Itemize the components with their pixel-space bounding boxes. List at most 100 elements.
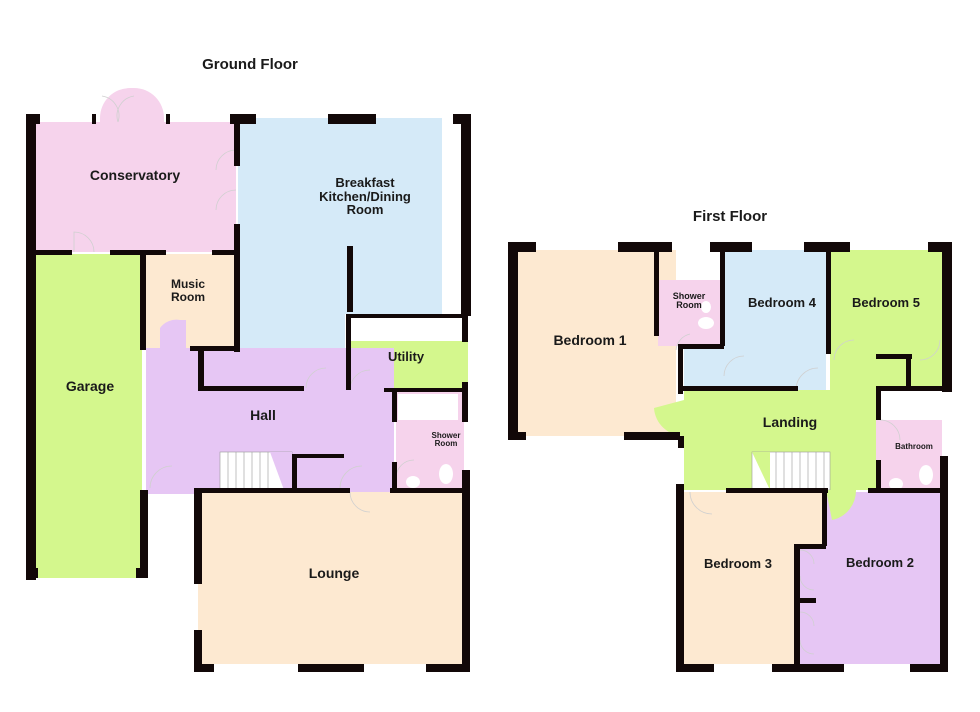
wall (230, 114, 256, 124)
wall (346, 314, 468, 318)
wall (194, 630, 202, 670)
first-floor-title: First Floor (692, 208, 768, 225)
bedroom-4-ext (684, 348, 724, 390)
wall (942, 242, 952, 392)
hall-top (146, 390, 394, 490)
wall (678, 344, 724, 349)
wall (822, 488, 827, 546)
wall (461, 114, 471, 316)
room-conservatory[interactable] (36, 122, 236, 252)
wall (194, 488, 350, 493)
wall (136, 568, 148, 578)
wall (876, 386, 942, 391)
wall (347, 246, 353, 312)
wall (392, 390, 397, 422)
wall (462, 470, 470, 670)
label-kitchen: Breakfast Kitchen/Dining Room (319, 175, 411, 218)
wall (772, 664, 844, 672)
room-kitchen-mid (238, 250, 346, 312)
label-lounge: Lounge (308, 565, 360, 581)
wall (36, 250, 72, 255)
wall (346, 318, 351, 390)
wall (910, 664, 948, 672)
wall (426, 664, 470, 672)
wall (794, 544, 826, 549)
wall (166, 114, 170, 124)
wall (624, 432, 680, 440)
wall (140, 340, 146, 350)
wall (384, 388, 466, 392)
wall (654, 242, 659, 336)
room-shower-first[interactable] (658, 280, 720, 346)
label-bedroom-5: Bedroom 5 (852, 295, 920, 310)
wall (462, 382, 468, 422)
label-bedroom-2: Bedroom 2 (846, 555, 914, 570)
wall (928, 242, 952, 252)
wall (804, 242, 850, 252)
label-music-room: Music Room (170, 277, 205, 304)
wall (676, 664, 714, 672)
wall (462, 318, 468, 342)
room-lounge[interactable] (198, 492, 464, 664)
wall (328, 114, 376, 124)
wall (906, 354, 911, 388)
label-bathroom: Bathroom (895, 442, 933, 451)
wall (234, 118, 240, 166)
landing-ext (830, 355, 876, 395)
wall (212, 250, 236, 255)
wall (92, 114, 96, 124)
wall (198, 346, 204, 390)
wall (676, 484, 684, 670)
wall (194, 664, 214, 672)
wall (794, 544, 800, 670)
wall (726, 488, 828, 493)
wall (140, 490, 148, 576)
wall (190, 346, 238, 351)
wall (508, 242, 536, 252)
label-hall: Hall (250, 407, 276, 423)
wall (876, 354, 912, 359)
wall (26, 568, 38, 578)
label-conservatory: Conservatory (89, 167, 181, 183)
room-garage[interactable] (36, 254, 142, 578)
conservatory-door-bay (100, 88, 164, 124)
wall (710, 242, 752, 252)
wall (26, 114, 40, 124)
wall (26, 114, 36, 580)
label-bedroom-4: Bedroom 4 (748, 295, 816, 310)
room-landing[interactable] (684, 390, 876, 490)
label-shower-room-ground: Shower Room (431, 431, 461, 449)
wall (678, 386, 798, 391)
label-garage: Garage (65, 378, 115, 394)
wall (392, 462, 397, 492)
wall (940, 456, 948, 666)
wall (720, 250, 725, 346)
wall (876, 460, 881, 492)
wall (508, 242, 518, 438)
wall (868, 488, 948, 493)
wall (292, 454, 344, 458)
wall (110, 250, 166, 255)
ground-floor-title: Ground Floor (202, 56, 298, 73)
wall (678, 344, 683, 394)
wall (876, 388, 881, 420)
shower-ground-white (398, 394, 458, 420)
wall (194, 488, 202, 584)
label-bedroom-3: Bedroom 3 (704, 556, 772, 571)
wall (794, 598, 816, 603)
wall (140, 252, 146, 342)
wall (198, 386, 304, 391)
wall (508, 432, 526, 440)
label-landing: Landing (762, 414, 818, 430)
wall (618, 242, 672, 252)
wall (298, 664, 364, 672)
label-bedroom-1: Bedroom 1 (553, 332, 627, 348)
room-bedroom-1[interactable] (516, 250, 676, 436)
wall (292, 454, 297, 490)
room-bathroom[interactable] (876, 420, 942, 490)
room-bedroom-4[interactable] (722, 250, 826, 390)
wall (826, 250, 831, 354)
label-shower-room-first: Shower Room (672, 291, 706, 311)
label-utility: Utility (387, 349, 425, 364)
room-bedroom-3[interactable] (684, 492, 796, 664)
